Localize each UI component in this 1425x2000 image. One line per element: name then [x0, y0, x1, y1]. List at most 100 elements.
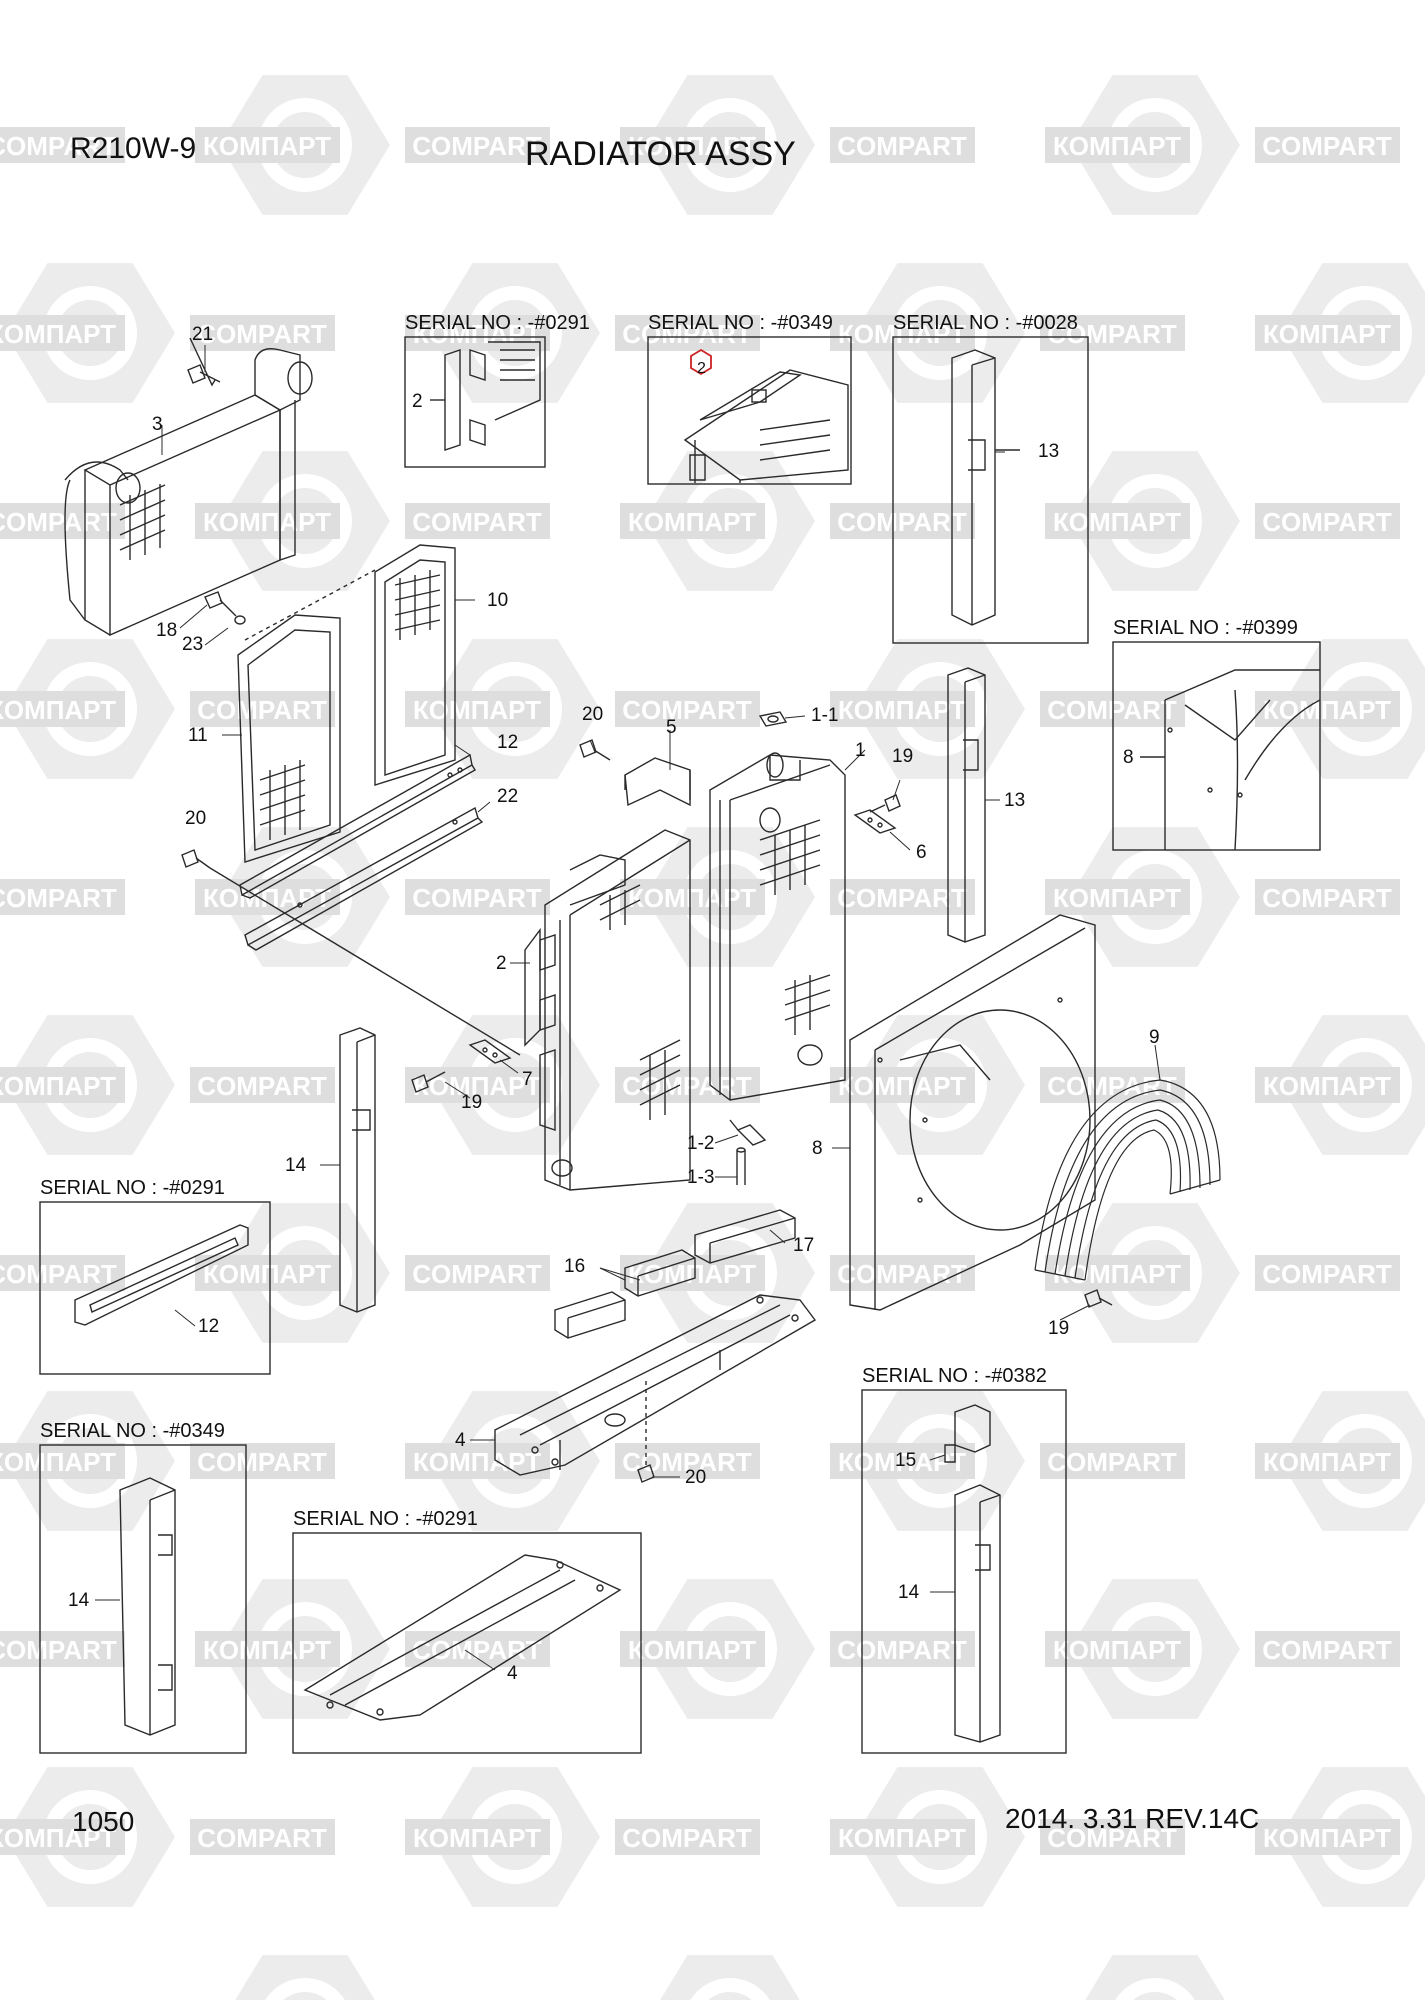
inset-part-number: 8 [1123, 747, 1134, 768]
serial-label-0349-bottom: SERIAL NO : -#0349 [40, 1420, 225, 1442]
watermark-text: COMPART [0, 507, 117, 537]
inset-part-number: 2 [412, 391, 423, 412]
watermark-band [1040, 315, 1185, 351]
shroud-corner-inset-drawing [1140, 669, 1321, 851]
watermark-band [0, 691, 125, 727]
radiator-core-left-drawing [544, 829, 691, 1191]
callout-2: 2 [496, 953, 507, 974]
callout-7: 7 [522, 1069, 533, 1090]
serial-label-0399: SERIAL NO : -#0399 [1113, 617, 1298, 639]
watermark-band [830, 503, 975, 539]
watermark-text: COMPART [412, 507, 542, 537]
watermark-text: КОМПАРТ [838, 1071, 966, 1101]
watermark-band [1040, 1443, 1185, 1479]
watermark-band [190, 1067, 335, 1103]
bolt-19-left-drawing [411, 1071, 446, 1093]
watermark-band [1255, 1067, 1400, 1103]
watermark-band [190, 1443, 335, 1479]
callout-18: 18 [156, 620, 178, 641]
serial-label-0382: SERIAL NO : -#0382 [862, 1365, 1047, 1387]
base-plate-4-drawing [494, 1294, 817, 1476]
watermark-text: COMPART [837, 883, 967, 913]
inset-part-number: 2 [697, 360, 706, 377]
watermark-text: КОМПАРТ [0, 319, 116, 349]
screen-10-drawing [374, 544, 456, 786]
watermark-text: COMPART [412, 883, 542, 913]
watermark-band [615, 1067, 760, 1103]
watermark-band [190, 315, 335, 351]
watermark-band [0, 1067, 125, 1103]
gasket-1-1-drawing [758, 711, 788, 727]
watermark-band [190, 691, 335, 727]
bolt-19-right-top-drawing [869, 794, 901, 813]
watermark-band [830, 315, 975, 351]
page-number: 1050 [72, 1806, 135, 1837]
watermark-text: COMPART [1262, 883, 1392, 913]
callout-13: 13 [1004, 790, 1026, 811]
serial-label-0291-left: SERIAL NO : -#0291 [40, 1177, 225, 1199]
callout-10: 10 [487, 590, 509, 611]
watermark-text: COMPART [1262, 1635, 1392, 1665]
watermark-band [0, 127, 125, 163]
watermark-band [1045, 1631, 1190, 1667]
seal-13-inset-drawing [951, 349, 1020, 626]
seal-14-inset-right-drawing [954, 1484, 1001, 1743]
watermark-text: КОМПАРТ [628, 507, 756, 537]
bracket-12-drawing [239, 753, 476, 899]
watermark-text: КОМПАРТ [1263, 1071, 1391, 1101]
watermark-band [405, 1067, 550, 1103]
watermark-band [1255, 315, 1400, 351]
watermark-band [405, 503, 550, 539]
watermark-text: COMPART [1047, 1823, 1177, 1853]
callout-6: 6 [916, 842, 927, 863]
watermark-text: КОМПАРТ [838, 319, 966, 349]
watermark-text: КОМПАРТ [1263, 319, 1391, 349]
watermark-band [830, 1255, 975, 1291]
bracket-22-drawing [244, 806, 484, 951]
watermark-band [830, 1067, 975, 1103]
watermark-band [1255, 1443, 1400, 1479]
watermark-text: COMPART [0, 883, 117, 913]
watermark-band [1045, 127, 1190, 163]
page-title: RADIATOR ASSY [525, 135, 796, 173]
inset-box-0349-top [647, 336, 852, 485]
inset-box-0382 [861, 1389, 1067, 1754]
watermark-band [1255, 1631, 1400, 1667]
watermark-band [1255, 1255, 1400, 1291]
watermark-text: COMPART [412, 1259, 542, 1289]
watermark-text: КОМПАРТ [1053, 131, 1181, 161]
watermark-text: COMPART [197, 1823, 327, 1853]
seal-15-inset-drawing [944, 1404, 991, 1463]
callout-19-left: 19 [461, 1092, 483, 1113]
watermark-band [190, 1819, 335, 1855]
bolt-21-drawing [187, 364, 221, 384]
watermark-band [1040, 1819, 1185, 1855]
watermark-text: КОМПАРТ [413, 1823, 541, 1853]
watermark-text: КОМПАРТ [413, 1447, 541, 1477]
watermark-text: КОМПАРТ [1263, 695, 1391, 725]
watermark-band [0, 503, 125, 539]
watermark-band [830, 127, 975, 163]
callout-8: 8 [812, 1138, 823, 1159]
watermark-text: COMPART [197, 319, 327, 349]
watermark-text: КОМПАРТ [203, 131, 331, 161]
watermark-text: COMPART [1262, 131, 1392, 161]
watermark-band [405, 1819, 550, 1855]
watermark-band [405, 127, 550, 163]
bolt-20-top-drawing [579, 739, 611, 761]
shroud-8-drawing [849, 914, 1096, 1311]
watermark-text: КОМПАРТ [0, 1071, 116, 1101]
watermark-band [620, 127, 765, 163]
watermark-text: КОМПАРТ [0, 695, 116, 725]
watermark-text: КОМПАРТ [628, 131, 756, 161]
callout-17: 17 [793, 1235, 815, 1256]
watermark-band [830, 691, 975, 727]
model-label: R210W-9 [70, 132, 197, 165]
watermark-logo [235, 1955, 375, 2000]
watermark-band [195, 503, 340, 539]
bolt-19-right-bottom-drawing [1084, 1289, 1113, 1308]
callout-3: 3 [152, 414, 163, 435]
callout-20-left: 20 [185, 808, 207, 829]
bolt-18-drawing [204, 591, 246, 625]
watermark-band [830, 1631, 975, 1667]
